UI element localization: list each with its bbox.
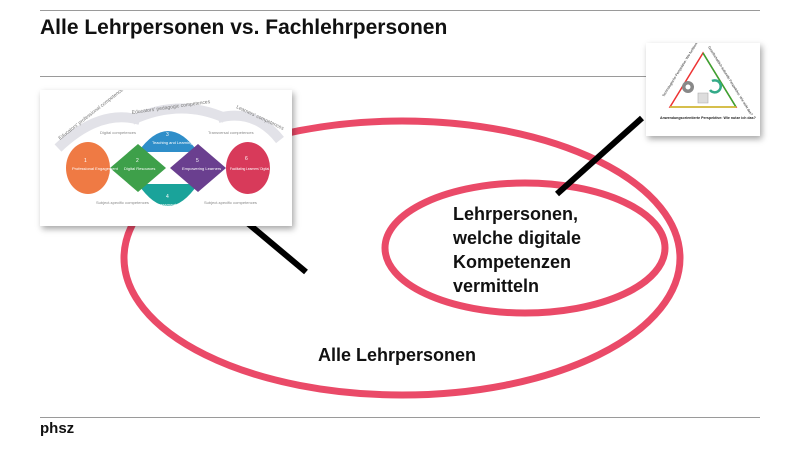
outer-ellipse <box>120 117 684 399</box>
area-num-3: 3 <box>166 132 169 138</box>
area-num-1: 1 <box>84 158 87 164</box>
area-label-3: Teaching and Learning <box>152 140 192 145</box>
title-rule <box>40 76 760 77</box>
area-num-6: 6 <box>245 156 248 162</box>
area-label-5: Empowering Learners <box>182 166 221 171</box>
note-subject-left: Subject-specific competences <box>96 200 149 205</box>
inner-ellipse <box>381 179 669 317</box>
outer-ellipse-label: Alle Lehrpersonen <box>318 345 477 365</box>
footer-logo-text: phsz <box>40 420 75 437</box>
footer-rule <box>40 417 760 418</box>
area-label-4: Assessment <box>154 202 177 207</box>
slide-title: Alle Lehrpersonen vs. Fachlehrpersonen <box>40 16 448 39</box>
perspective-triangle-image: Technologische Perspektive: Wie funktion… <box>646 43 760 136</box>
inner-label-line: welche digitale <box>453 228 582 248</box>
connector-line-right <box>555 115 644 197</box>
area-label-6: Facilitating Learners' Digital Competenc… <box>230 167 288 171</box>
top-rule <box>40 10 760 11</box>
perspective-application: Anwendungsorientierte Perspektive: Wie n… <box>660 116 756 120</box>
area-num-5: 5 <box>196 158 199 164</box>
inner-ellipse-label: Lehrpersonen, welche digitale Kompetenze… <box>453 202 653 298</box>
area-label-2: Digital Resources <box>124 166 155 171</box>
digcompedu-framework-image: Educators' professional competences Educ… <box>40 90 292 226</box>
inner-label-line: vermitteln <box>453 276 540 296</box>
framework-graphic: Educators' professional competences Educ… <box>54 90 288 207</box>
triangle-graphic: Technologische Perspektive: Wie funktion… <box>660 43 756 120</box>
recycle-arrows-icon <box>709 79 722 94</box>
inner-label-line: Kompetenzen <box>453 252 572 272</box>
note-digital: Digital competences <box>100 130 136 135</box>
inner-label-line: Lehrpersonen, <box>453 204 579 224</box>
note-subject-right: Subject-specific competences <box>204 200 257 205</box>
area-num-4: 4 <box>166 194 169 200</box>
area-num-2: 2 <box>136 158 139 164</box>
note-transversal: Transversal competences <box>208 130 254 135</box>
area-label-1: Professional Engagement <box>72 166 119 171</box>
hand-icon <box>697 92 709 104</box>
